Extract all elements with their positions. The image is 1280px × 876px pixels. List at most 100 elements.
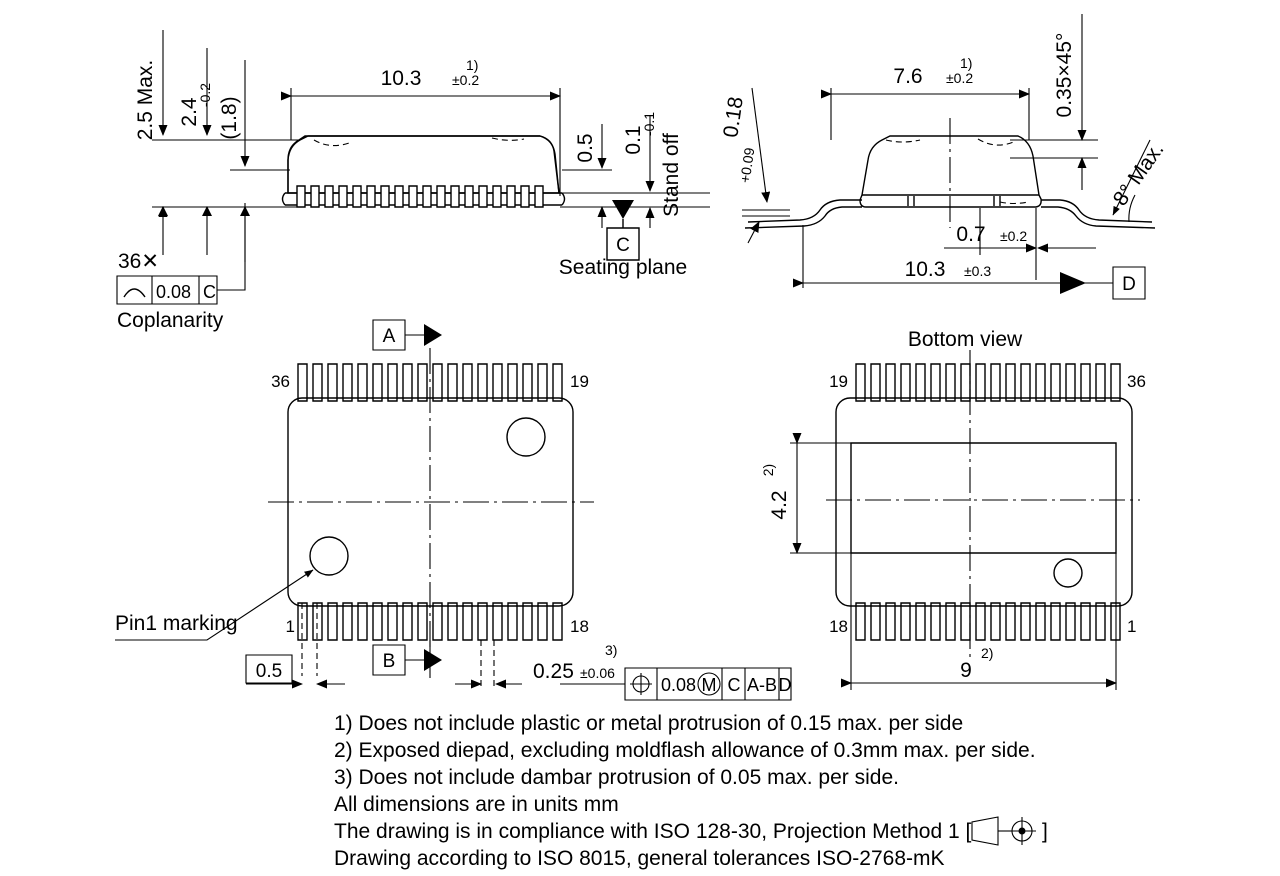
pin1-marking-circle bbox=[310, 537, 348, 575]
dim-body-height-tol: -0.2 bbox=[197, 83, 213, 107]
bottom-view-pin-1: 1 bbox=[1127, 617, 1136, 636]
dim-draft-angle: 8° Max. bbox=[1109, 138, 1169, 210]
dim-diepad-height: 4.2 bbox=[768, 490, 791, 519]
note-1: 1) Does not include plastic or metal pro… bbox=[334, 712, 963, 735]
note-iso-128-30-prefix: The drawing is in compliance with ISO 12… bbox=[334, 820, 971, 843]
top-view-marker-circle-upper bbox=[507, 418, 545, 456]
pitch-value: 0.5 bbox=[256, 661, 282, 682]
first-angle-projection-icon bbox=[972, 817, 1036, 845]
bottom-view-pin-18: 18 bbox=[829, 617, 848, 636]
dim-side-body-width: 7.6 bbox=[893, 65, 922, 88]
position-datum-1: C bbox=[728, 675, 741, 695]
note-iso-128-30-suffix: ] bbox=[1042, 820, 1048, 843]
top-view-pin-1: 1 bbox=[286, 617, 295, 636]
pin1-marking-label: Pin1 marking bbox=[115, 612, 238, 635]
pitch-dimension: 0.5 bbox=[246, 603, 345, 689]
dim-lead-width-tol: ±0.06 bbox=[580, 665, 615, 681]
position-datum-2: A-B bbox=[747, 675, 777, 695]
datum-b: B bbox=[373, 640, 442, 678]
datum-c-label: C bbox=[616, 235, 630, 256]
dim-foot-length: 0.7 bbox=[956, 223, 985, 246]
pin1-marking-leader: Pin1 marking bbox=[115, 570, 314, 640]
position-datum-3: D bbox=[779, 675, 792, 695]
dim-chamfer: 0.35×45° bbox=[1053, 33, 1076, 118]
side-view-leads bbox=[745, 200, 1155, 228]
standoff-label: Stand off bbox=[660, 133, 683, 217]
front-view-length-dim: 10.3 ±0.2 1) bbox=[281, 57, 561, 196]
note-3: 3) Does not include dambar protrusion of… bbox=[334, 766, 899, 789]
notes-block: 1) Does not include plastic or metal pro… bbox=[334, 712, 1048, 870]
dim-ref-height: (1.8) bbox=[218, 96, 241, 139]
dim-side-body-width-tol: ±0.2 bbox=[946, 70, 973, 86]
position-tolerance: 0.08 bbox=[661, 675, 696, 695]
dim-body-length-note-ref: 1) bbox=[466, 57, 478, 73]
dim-diepad-height-note-ref: 2) bbox=[760, 464, 776, 476]
note-units: All dimensions are in units mm bbox=[334, 793, 619, 816]
dim-side-body-width-note-ref: 1) bbox=[960, 55, 972, 71]
top-view: A bbox=[115, 320, 792, 700]
side-view: 7.6 ±0.2 1) 0.18 +0.09 0.35×45° 8° Max. bbox=[719, 14, 1169, 299]
bottom-view-body bbox=[836, 398, 1132, 606]
mmc-modifier-circle bbox=[698, 673, 720, 695]
side-view-total-width-dim: 10.3 ±0.3 D bbox=[793, 225, 1145, 299]
datum-c-seating-plane: C Seating plane bbox=[559, 200, 687, 279]
side-view-chamfer-dim: 0.35×45° bbox=[1010, 14, 1098, 190]
side-view-body bbox=[860, 136, 1041, 207]
front-view-standoff-dim: 0.1 -0.1 Stand off bbox=[622, 112, 683, 228]
bottom-view-marker-circle bbox=[1054, 559, 1082, 587]
top-view-pin-19: 19 bbox=[570, 372, 589, 391]
dim-body-length-tol: ±0.2 bbox=[452, 72, 479, 88]
dim-body-length: 10.3 bbox=[381, 67, 422, 90]
top-view-pin-18: 18 bbox=[570, 617, 589, 636]
datum-a: A bbox=[373, 320, 442, 350]
front-view-height-dims: 2.5 Max. 2.4 -0.2 (1.8) bbox=[134, 30, 250, 262]
note-iso-8015: Drawing according to ISO 8015, general t… bbox=[334, 847, 945, 870]
profile-arc-icon bbox=[124, 289, 145, 297]
coplanarity-fcf: 36✕ 0.08 C Coplanarity bbox=[117, 203, 245, 332]
note-2: 2) Exposed diepad, excluding moldflash a… bbox=[334, 739, 1036, 762]
side-view-lead-thickness-dim: 0.18 +0.09 bbox=[719, 88, 790, 243]
side-view-width-dim: 7.6 ±0.2 1) bbox=[821, 55, 1030, 140]
diepad-width-dim: 9 2) bbox=[841, 553, 1117, 690]
lead-width-dimension: 0.25 ±0.06 3) bbox=[455, 640, 617, 690]
bottom-view-title: Bottom view bbox=[908, 328, 1023, 351]
dim-standoff-tol: -0.1 bbox=[641, 112, 657, 136]
bottom-view: Bottom view bbox=[760, 328, 1146, 690]
seating-plane-label: Seating plane bbox=[559, 256, 687, 279]
dim-lead-width: 0.25 bbox=[533, 660, 574, 683]
dim-lead-width-note-ref: 3) bbox=[605, 642, 617, 658]
position-icon bbox=[630, 673, 652, 695]
dim-standoff: 0.1 bbox=[622, 125, 645, 154]
bottom-view-pin-19: 19 bbox=[829, 372, 848, 391]
coplanarity-tolerance: 0.08 bbox=[156, 282, 191, 302]
top-view-pin-36: 36 bbox=[271, 372, 290, 391]
datum-b-label: B bbox=[383, 651, 396, 672]
coplanarity-label: Coplanarity bbox=[117, 309, 224, 332]
bottom-view-pins-top bbox=[856, 364, 1120, 401]
side-view-foot-length-dim: 0.7 ±0.2 bbox=[944, 208, 1096, 280]
dim-lead-foot: 0.5 bbox=[574, 133, 597, 162]
dim-diepad-width-note-ref: 2) bbox=[981, 645, 993, 661]
position-fcf: 0.08 M C A-B D bbox=[560, 668, 792, 700]
dim-foot-length-tol: ±0.2 bbox=[1000, 228, 1027, 244]
front-view-leads bbox=[297, 186, 543, 207]
bottom-view-pins-bottom bbox=[856, 603, 1120, 640]
top-view-pins-top bbox=[298, 364, 562, 401]
dim-lead-thickness-tol: +0.09 bbox=[737, 146, 758, 184]
position-modifier: M bbox=[702, 675, 717, 695]
datum-a-label: A bbox=[383, 326, 396, 347]
bottom-view-pin-36: 36 bbox=[1127, 372, 1146, 391]
dim-lead-thickness: 0.18 bbox=[719, 95, 747, 139]
datum-d-label: D bbox=[1122, 274, 1136, 295]
coplanarity-count: 36✕ bbox=[118, 250, 159, 273]
dim-total-width: 10.3 bbox=[905, 258, 946, 281]
side-view-draft-angle: 8° Max. bbox=[1109, 138, 1169, 222]
dim-diepad-width: 9 bbox=[960, 659, 972, 682]
diepad-height-dim: 4.2 2) bbox=[760, 433, 855, 554]
dim-body-height: 2.4 bbox=[178, 97, 201, 127]
front-view: 2.5 Max. 2.4 -0.2 (1.8) 10.3 ±0.2 1) 0.5… bbox=[117, 30, 710, 332]
front-view-lead-foot-dim: 0.5 bbox=[574, 124, 607, 228]
top-view-pins-bottom bbox=[298, 603, 562, 640]
coplanarity-datum: C bbox=[203, 282, 216, 302]
